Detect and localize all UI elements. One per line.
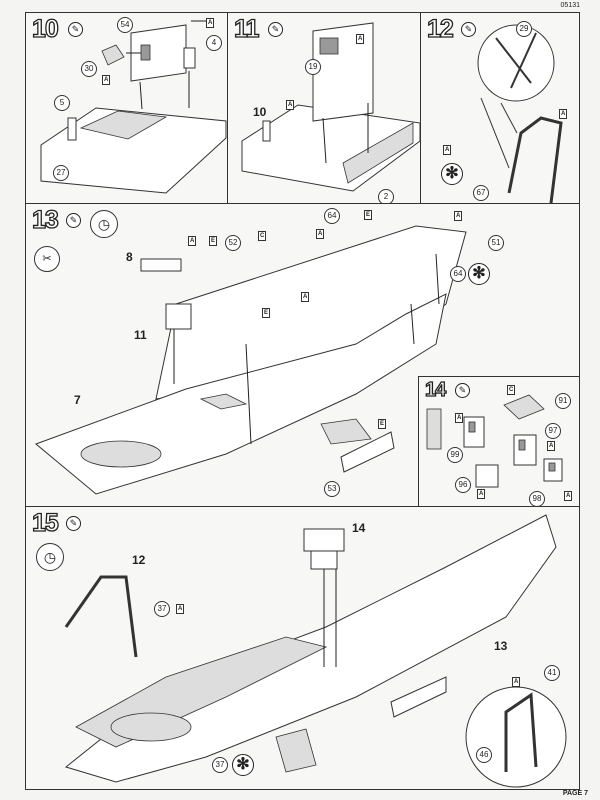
sprue-tag: C [258,231,267,241]
sprue-tag: E [378,419,387,429]
callout: 5 [54,95,70,111]
sprue-tag: E [364,210,373,220]
callout: 4 [206,35,222,51]
sprue-tag: A [176,604,185,614]
star-symbol: ✻ [441,163,463,185]
callout: 30 [81,61,97,77]
glue-icon: ✎ [268,22,283,37]
step-number: 10 [31,14,59,43]
step-13-drawing [35,225,467,495]
callout: 2 [378,189,394,204]
part-label: 11 [134,328,147,342]
glue-icon: ✎ [66,516,81,531]
step-number: 11 [233,14,260,43]
step-10-panel: 10 ✎ 54 A 4 30 A 5 27 [25,12,229,205]
callout: 99 [447,447,463,463]
part-label: 13 [494,639,508,653]
callout: 46 [476,747,492,763]
sprue-tag: A [443,145,452,155]
step-12-panel: 12 ✎ 29 A A ✻ 67 [420,12,580,205]
callout: 27 [53,165,69,181]
sprue-tag: A [102,75,111,85]
part-label: 7 [74,393,81,407]
part-label: 10 [253,105,267,119]
callout: 96 [455,477,471,493]
star-symbol: ✻ [232,754,254,776]
callout: 37 [212,757,228,773]
step-11-drawing [241,22,421,192]
glue-icon: ✎ [68,22,83,37]
glue-icon: ✎ [66,213,81,228]
callout: 51 [488,235,504,251]
glue-icon: ✎ [461,22,476,37]
step-10-drawing [40,20,227,194]
callout: 54 [117,17,133,33]
sprue-tag: E [262,308,271,318]
step-14-panel: 14 ✎ C 91 A 97 A 99 96 A 98 A [418,376,580,508]
part-label: 12 [132,553,146,567]
sprue-tag: A [286,100,295,110]
sprue-tag: A [206,18,215,28]
sprue-tag: A [454,211,463,221]
step-number: 14 [424,378,447,401]
sprue-tag: A [356,34,365,44]
callout: 37 [154,601,170,617]
step-12-drawing [477,24,563,204]
callout: 97 [545,423,561,439]
star-symbol: ✻ [468,263,490,285]
clock-icon: ◷ [90,210,118,238]
callout: 64 [324,208,340,224]
step-15-drawing [64,514,567,788]
callout: 19 [305,59,321,75]
sprue-tag: A [301,292,310,302]
sprue-tag: E [209,236,218,246]
sprue-tag: A [455,413,464,423]
part-label: 8 [126,250,133,264]
sprue-tag: C [507,385,516,395]
part-label: 14 [352,521,366,535]
callout: 64 [450,266,466,282]
glue-icon: ✎ [455,383,470,398]
sprue-tag: A [477,489,486,499]
callout: 98 [529,491,545,507]
callout: 53 [324,481,340,497]
page-code: 05131 [560,2,580,9]
clock-icon: ◷ [36,543,64,571]
step-number: 15 [31,508,59,537]
callout: 91 [555,393,571,409]
callout: 29 [516,21,532,37]
sprue-tag: A [559,109,568,119]
step-14-drawing [426,394,563,488]
callout: 67 [473,185,489,201]
step-15-panel: 15 ✎ ◷ 12 14 37 A 13 41 A 46 37 ✻ [25,506,580,790]
callout: 52 [225,235,241,251]
sprue-tag: A [547,441,556,451]
step-11-panel: 11 ✎ A 19 10 A 2 [227,12,422,205]
callout: 41 [544,665,560,681]
page-number: PAGE 7 [562,790,588,797]
sprue-tag: A [564,491,573,501]
step-number: 12 [426,14,454,43]
tool-icon: ✂ [34,246,60,272]
sprue-tag: A [188,236,197,246]
step-number: 13 [31,205,59,234]
sprue-tag: A [512,677,521,687]
sprue-tag: A [316,229,325,239]
